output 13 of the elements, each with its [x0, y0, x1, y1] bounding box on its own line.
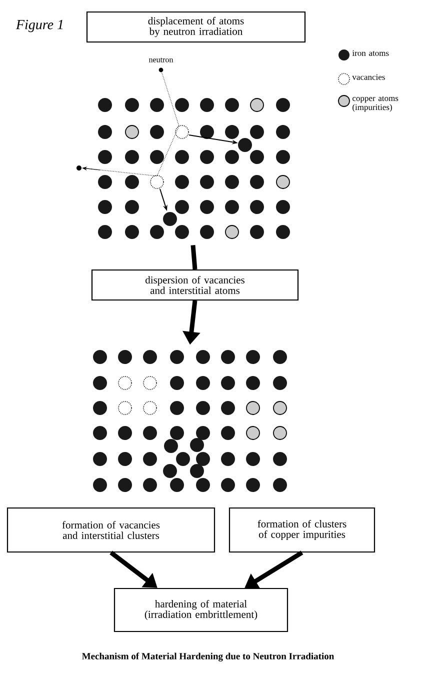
atom-lattice-drawing [93, 350, 287, 492]
process-box: dispersion of vacancies and interstitial atoms [91, 269, 299, 301]
process-box: formation of clusters of copper impurities [228, 507, 376, 553]
process-box: formation of vacancies and interstitial clusters [6, 507, 216, 553]
neutron-label: neutron [148, 58, 174, 62]
legend-text: vacancies [352, 74, 385, 80]
legend-text: iron atoms [352, 50, 389, 56]
figure-number: Figure 1 [16, 20, 63, 32]
legend-text: copper atoms (impurities) [352, 96, 398, 112]
process-box: hardening of material (irradiation embrittlement) [114, 588, 288, 632]
atom-lattice-drawing [76, 68, 290, 239]
process-box: displacement of atoms by neutron irradiation [86, 11, 306, 43]
caption: Mechanism of Material Hardening due to Neutron Irradiation [82, 652, 334, 662]
